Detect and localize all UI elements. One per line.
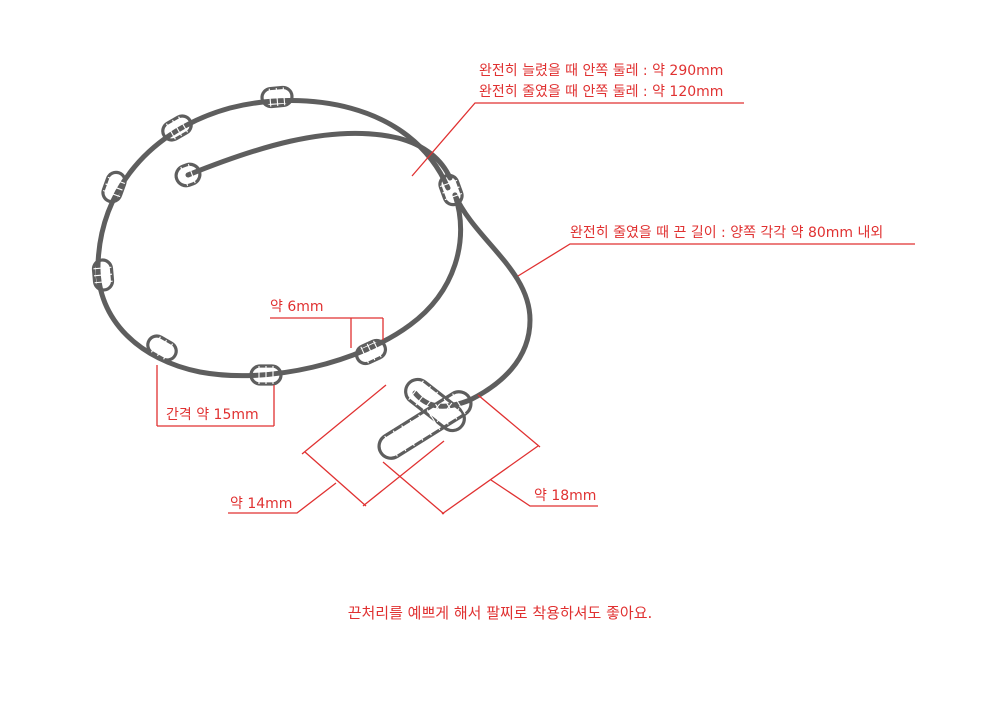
- knot-coil-horizontal: [377, 390, 473, 460]
- label-stretched-circumference: 완전히 늘렸을 때 안쪽 둘레 : 약 290mm: [479, 63, 724, 79]
- label-bead-width: 약 6mm: [270, 299, 324, 315]
- bead: [260, 85, 294, 109]
- label-knot-height: 약 14mm: [230, 496, 293, 512]
- leader-tail-length: [517, 243, 915, 277]
- bead: [438, 173, 464, 207]
- bracelet-loop: [95, 98, 464, 379]
- cord: [95, 98, 533, 409]
- leader-circumference: [411, 102, 744, 177]
- sliding-knot: [377, 377, 473, 460]
- label-tail-length: 완전히 줄였을 때 끈 길이 : 양쪽 각각 약 80mm 내외: [570, 225, 884, 241]
- dim-bead-spacing: [156, 365, 275, 427]
- dimension-lines: [156, 102, 915, 515]
- tail-strand: [412, 192, 533, 409]
- beads: [91, 85, 464, 386]
- bead: [354, 338, 388, 366]
- label-shrunk-circumference: 완전히 줄였을 때 안쪽 둘레 : 약 120mm: [479, 84, 724, 100]
- dim-knot-height: [228, 384, 445, 514]
- dim-knot-width: [382, 394, 598, 515]
- inner-strand: [185, 130, 453, 181]
- bead: [101, 170, 127, 204]
- bead: [161, 114, 193, 142]
- bead: [146, 334, 178, 362]
- bead: [249, 364, 283, 386]
- dim-bead-width: [270, 317, 384, 348]
- bead: [91, 258, 115, 292]
- label-knot-width: 약 18mm: [534, 488, 597, 504]
- label-bead-spacing: 간격 약 15mm: [166, 407, 259, 423]
- end-bead: [174, 162, 202, 188]
- caption: 끈처리를 예쁘게 해서 팔찌로 착용하셔도 좋아요.: [347, 604, 653, 622]
